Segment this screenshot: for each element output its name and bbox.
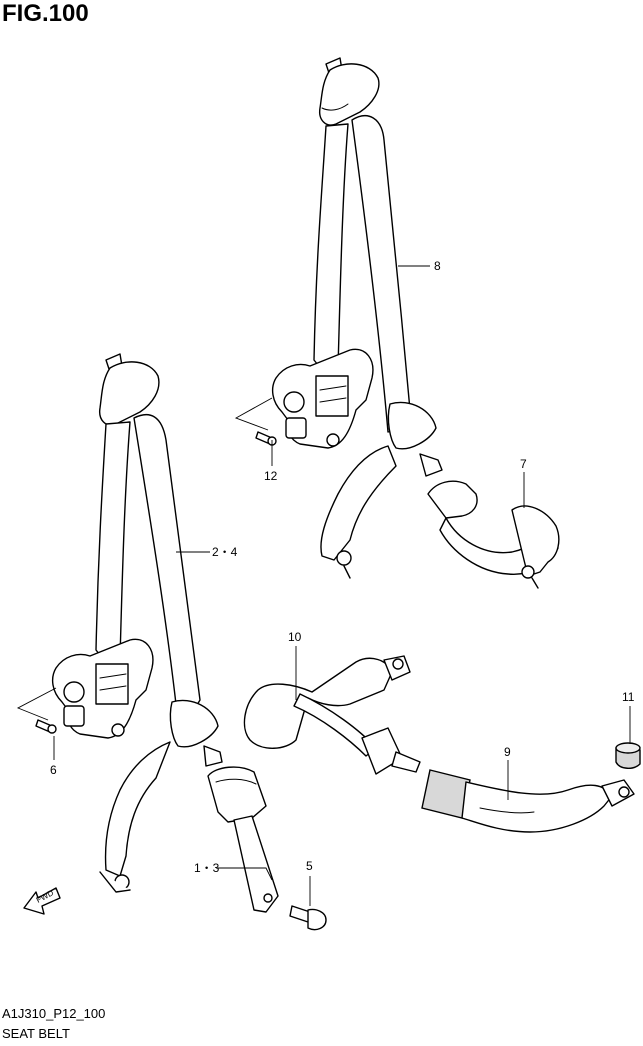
retractor-guide-front	[95, 663, 129, 705]
strap-10	[243, 655, 421, 775]
figure-title: FIG.100	[2, 0, 89, 27]
webbing-strap-right-front	[133, 413, 201, 723]
strap-10-band	[243, 657, 393, 749]
bolt-stem	[343, 565, 351, 579]
drawing-name: SEAT BELT	[2, 1026, 70, 1041]
fwd-arrow: FWD	[23, 887, 61, 915]
buckle-anchor-7	[511, 505, 560, 577]
screw-12	[255, 431, 277, 446]
buckle-head-7	[427, 480, 478, 519]
bolt-5	[289, 905, 327, 931]
buckle-anchor-bolt	[521, 565, 535, 579]
tongue-slot-front	[203, 745, 223, 767]
belt-assembly-8	[234, 57, 443, 579]
callout-12: 12	[264, 469, 278, 483]
callout-6: 6	[50, 763, 57, 777]
callout-5: 5	[306, 859, 313, 873]
lower-strap-front	[104, 741, 171, 877]
callout-7: 7	[520, 457, 527, 471]
retractor-hub-front	[63, 681, 85, 703]
drawing-code: A1J310_P12_100	[2, 1006, 106, 1021]
top-anchor-front	[99, 361, 160, 426]
tongue-plate-8	[387, 401, 437, 450]
tongue-slot	[419, 453, 443, 477]
callout-11: 11	[622, 690, 635, 704]
belt-assembly-2-4	[16, 353, 223, 893]
buckle-head	[207, 766, 267, 823]
retractor-clip	[285, 417, 307, 439]
buckle-strap-7	[427, 480, 560, 589]
webbing-strap-left	[313, 123, 349, 371]
strap-10-lower	[293, 693, 377, 757]
retractor-guide	[315, 375, 349, 417]
callout-8: 8	[434, 259, 441, 273]
retractor-screw	[326, 433, 340, 447]
callout-2-4: 2・4	[212, 545, 238, 559]
screw-6	[35, 719, 57, 734]
tongue-plate-front	[169, 699, 219, 748]
buckle-stalk	[233, 815, 279, 913]
callout-10: 10	[288, 630, 302, 644]
strap-9-band	[461, 781, 613, 833]
retractor-clip-front	[63, 705, 85, 727]
retractor-screw-front	[111, 723, 125, 737]
strap-9	[421, 769, 635, 833]
webbing-strap-left-front	[95, 421, 131, 661]
callout-1-3: 1・3	[194, 861, 220, 875]
strap-9-anchor	[601, 779, 635, 807]
cap-11	[615, 742, 641, 769]
webbing-strap-right	[351, 115, 411, 433]
callout-9: 9	[504, 745, 511, 759]
buckle-1-3	[207, 766, 279, 913]
strap-10-tongue	[391, 751, 421, 773]
lower-anchor-bolt	[336, 550, 352, 566]
retractor-hub	[283, 391, 305, 413]
lower-strap	[320, 445, 397, 561]
